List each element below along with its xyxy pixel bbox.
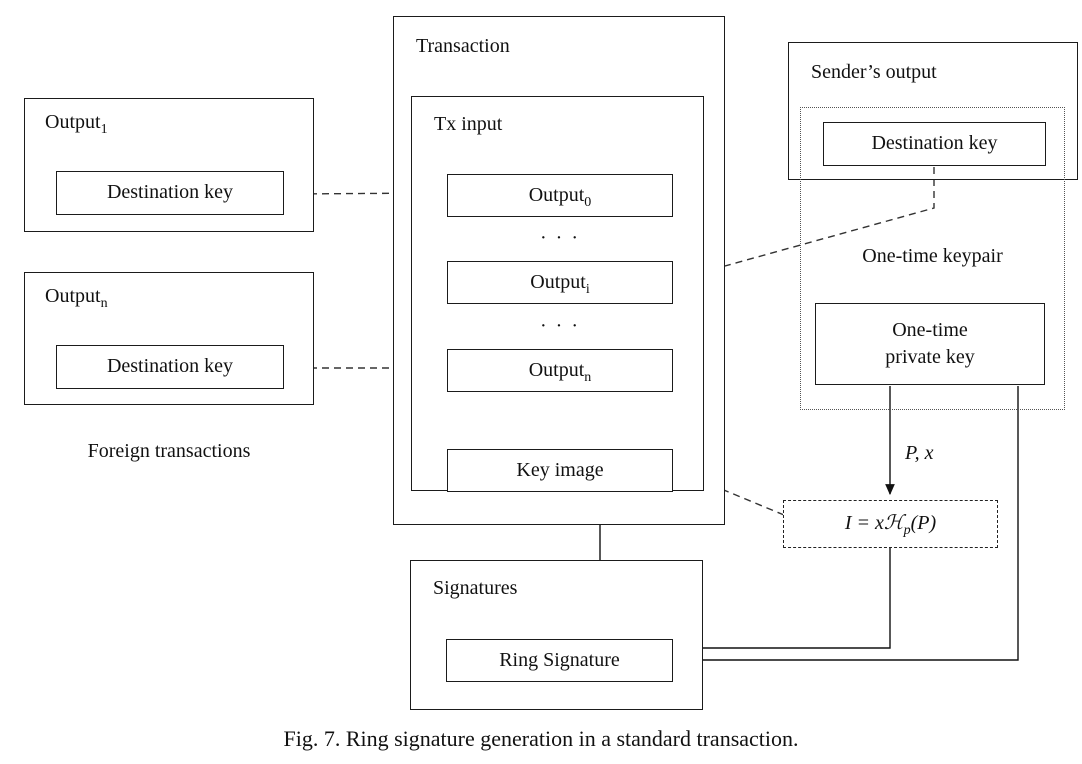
ring-signature-box: Ring Signature	[446, 639, 673, 682]
tx-outputn-label: Output	[528, 359, 585, 381]
foreign-output1-title-text: Output	[45, 111, 101, 133]
key-image-formula: I = xℋp(P)	[844, 512, 937, 538]
ring-signature-label: Ring Signature	[499, 649, 620, 671]
ellipsis-dots-1: · · ·	[540, 227, 580, 249]
foreign-outputn-title-text: Output	[45, 285, 101, 307]
foreign-outputn-title-sub: n	[100, 296, 108, 311]
foreign-output1-box: Output1 Destination key	[24, 98, 314, 232]
tx-outputn-box: Outputn	[447, 349, 673, 392]
foreign-outputn-destination-key-box: Destination key	[56, 345, 284, 389]
key-image-formula-box: I = xℋp(P)	[783, 500, 998, 548]
foreign-outputn-destination-key-label: Destination key	[106, 355, 234, 377]
transaction-title: Transaction	[416, 35, 510, 57]
tx-outputn-sub: n	[584, 370, 592, 385]
transaction-box: Transaction Tx input Output0 · · · Outpu…	[393, 16, 725, 525]
foreign-output1-destination-key-box: Destination key	[56, 171, 284, 215]
one-time-private-key-line2: private key	[885, 346, 975, 368]
figure-caption: Fig. 7. Ring signature generation in a s…	[283, 726, 799, 751]
one-time-keypair-region	[800, 107, 1065, 410]
tx-outputi-label: Output	[530, 271, 586, 293]
key-image-label: Key image	[516, 459, 604, 481]
ellipsis-dots-2: · · ·	[540, 315, 580, 337]
signatures-box: Signatures Ring Signature	[410, 560, 703, 710]
one-time-keypair-label: One-time keypair	[862, 245, 1003, 267]
foreign-output1-title: Output1	[45, 111, 108, 138]
sender-destination-key-label: Destination key	[871, 132, 998, 154]
tx-outputi-sub: i	[585, 282, 590, 297]
tx-outputi-box: Outputi	[447, 261, 673, 304]
senders-output-title: Sender’s output	[811, 61, 937, 83]
signatures-title: Signatures	[433, 577, 518, 599]
sender-destination-key-box: Destination key	[823, 122, 1046, 166]
tx-output0-label: Output	[528, 184, 585, 206]
foreign-transactions-label: Foreign transactions	[87, 440, 251, 462]
px-label: P, x	[905, 442, 934, 464]
tx-input-title: Tx input	[434, 113, 503, 135]
key-image-box: Key image	[447, 449, 673, 492]
foreign-output1-destination-key-label: Destination key	[106, 181, 234, 203]
one-time-private-key-box: One-time private key	[815, 303, 1045, 385]
one-time-private-key-line1: One-time	[892, 319, 968, 341]
tx-output0-sub: 0	[584, 195, 592, 210]
foreign-outputn-box: Outputn Destination key	[24, 272, 314, 405]
tx-input-box: Tx input Output0 · · · Outputi · · · Out…	[411, 96, 704, 492]
arrow-formula-to-ringsignature	[677, 548, 891, 653]
foreign-outputn-title: Outputn	[45, 285, 108, 312]
tx-output0-box: Output0	[447, 174, 673, 217]
foreign-output1-title-sub: 1	[100, 122, 108, 137]
senders-output-box: Sender’s output	[788, 42, 1078, 180]
